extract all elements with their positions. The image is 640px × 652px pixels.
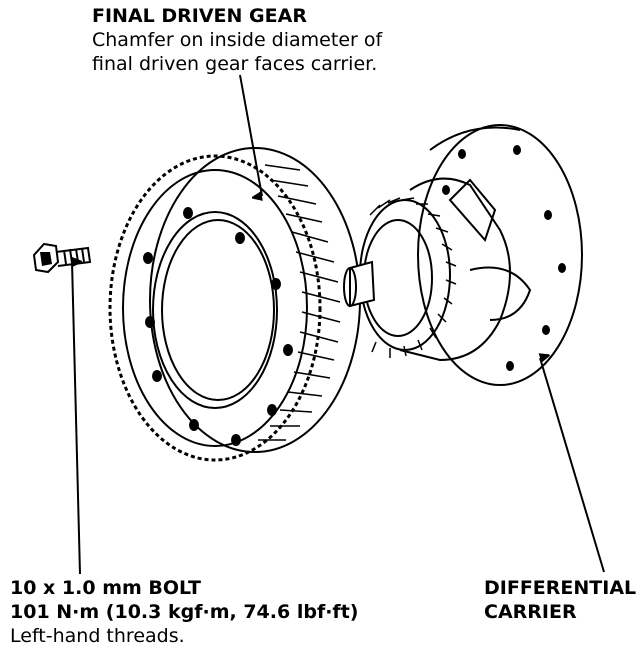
carrier-leader-arrow — [540, 358, 605, 573]
bolt-leader-arrow — [71, 262, 80, 575]
gear-bore — [152, 211, 278, 409]
bolt-torque: 101 N·m (10.3 kgf·m, 74.6 lbf·ft) — [10, 601, 359, 623]
final-driven-gear-title: FINAL DRIVEN GEAR — [92, 5, 307, 27]
differential-carrier — [343, 124, 583, 386]
final-driven-gear — [108, 147, 361, 462]
carrier-flange — [417, 124, 583, 386]
bolt-note: Left-hand threads. — [10, 625, 185, 647]
differential-carrier-label: DIFFERENTIAL CARRIER — [484, 576, 636, 624]
bolt — [32, 242, 92, 274]
gear-teeth — [258, 164, 341, 441]
gear-rim-inner — [122, 169, 308, 447]
gear-face-back — [149, 147, 361, 453]
final-driven-gear-note-line2: final driven gear faces carrier. — [92, 53, 378, 75]
gear-rim-outer — [108, 154, 322, 462]
carrier-label-line1: DIFFERENTIAL — [484, 577, 637, 599]
bolt-label: 10 x 1.0 mm BOLT 101 N·m (10.3 kgf·m, 74… — [10, 576, 358, 648]
carrier-flange-holes — [442, 145, 566, 371]
gear-bolt-holes — [143, 207, 293, 446]
carrier-label-line2: CARRIER — [484, 601, 577, 623]
final-driven-gear-label: FINAL DRIVEN GEAR Chamfer on inside diam… — [92, 4, 382, 76]
final-driven-gear-note-line1: Chamfer on inside diameter of — [92, 29, 383, 51]
gear-leader-arrow — [239, 74, 263, 196]
gear-bore-chamfer — [161, 219, 275, 401]
bolt-title: 10 x 1.0 mm BOLT — [10, 577, 201, 599]
leader-lines — [71, 74, 605, 575]
